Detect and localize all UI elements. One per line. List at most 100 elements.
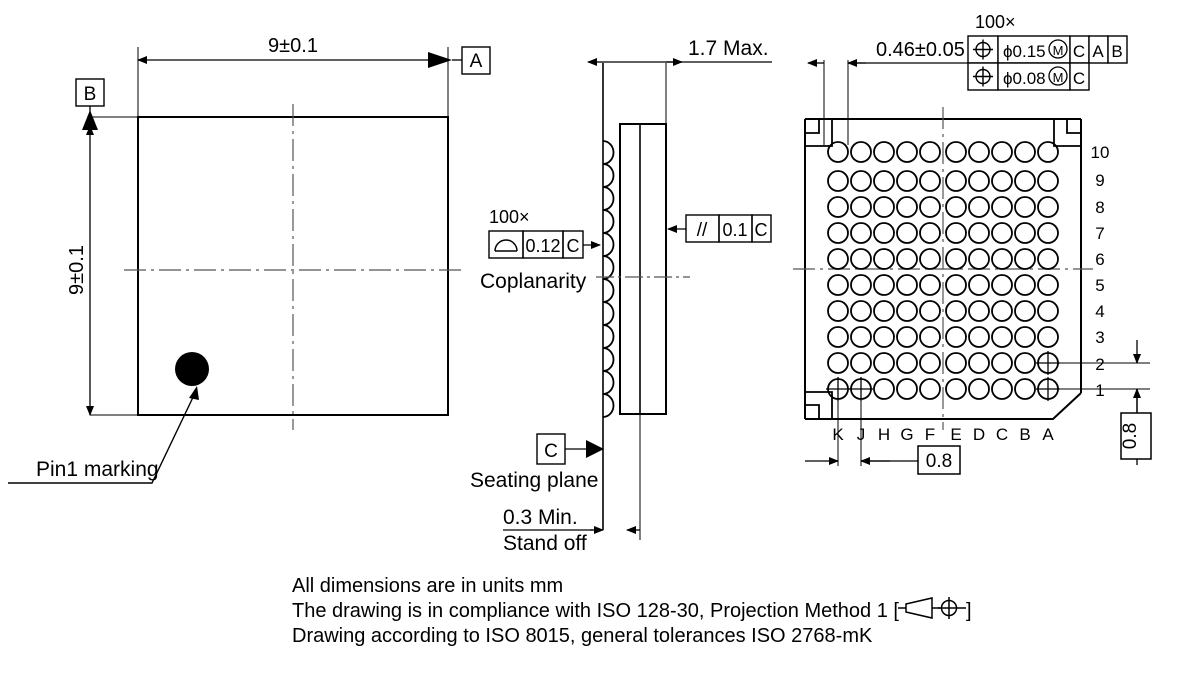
position-modifier-circle-2 xyxy=(1048,66,1068,86)
column-label-A: A xyxy=(1042,425,1054,444)
ball-A4 xyxy=(1037,300,1059,322)
ball-F10 xyxy=(919,141,941,163)
ball-C4 xyxy=(991,300,1013,322)
bottom-view-package-outline xyxy=(804,118,1082,420)
ball-E4 xyxy=(945,300,967,322)
ball-A10 xyxy=(1037,141,1059,163)
ball-B9 xyxy=(1014,170,1036,192)
datum-a-label: A xyxy=(470,51,483,72)
top-view-height-value: 9±0.1 xyxy=(66,245,88,295)
ball-J4 xyxy=(850,300,872,322)
coplanarity-profile-icon xyxy=(494,239,518,252)
ball-C9 xyxy=(991,170,1013,192)
ball-E8 xyxy=(945,196,967,218)
pin1-leader-line xyxy=(8,390,197,484)
position-count: 100× xyxy=(975,12,1016,32)
side-view-ball xyxy=(602,232,615,257)
corner-notch-top-left xyxy=(805,120,820,134)
row-labels: 10 9 8 7 6 5 4 3 2 1 xyxy=(1091,143,1110,400)
side-view-height-value: 1.7 Max. xyxy=(688,37,769,60)
side-view-ball xyxy=(602,301,615,326)
ball-D6 xyxy=(968,248,990,270)
ball-J2 xyxy=(850,352,872,374)
column-label-K: K xyxy=(832,425,844,444)
ball-K8 xyxy=(827,196,849,218)
ball-D2 xyxy=(968,352,990,374)
coplanarity-label: Coplanarity xyxy=(480,270,587,293)
ball-C1 xyxy=(991,378,1013,400)
ball-K3 xyxy=(827,326,849,348)
ball-E2 xyxy=(945,352,967,374)
ball-H10 xyxy=(873,141,895,163)
seating-plane-triangle xyxy=(586,440,604,458)
ball-K6 xyxy=(827,248,849,270)
side-view-body xyxy=(619,123,667,415)
corner-notch-top-left-outer xyxy=(805,120,833,147)
side-view-ball xyxy=(602,393,615,418)
position-datum-1c: B xyxy=(1111,42,1122,61)
position-datum-1a: C xyxy=(1073,42,1085,61)
ball-A3 xyxy=(1037,326,1059,348)
ball-K2 xyxy=(827,352,849,374)
column-label-E: E xyxy=(950,425,961,444)
ball-D9 xyxy=(968,170,990,192)
ball-E6 xyxy=(945,248,967,270)
ball-E9 xyxy=(945,170,967,192)
corner-notch-top-right xyxy=(1066,120,1081,134)
column-labels: K J H G F E D C B A xyxy=(832,425,1054,444)
ball-A5 xyxy=(1037,274,1059,296)
ball-D8 xyxy=(968,196,990,218)
ball-grid xyxy=(827,141,1059,400)
ball-D1 xyxy=(968,378,990,400)
ball-E1 xyxy=(945,378,967,400)
position-value-2: ϕ0.08 xyxy=(1003,69,1046,88)
ball-D3 xyxy=(968,326,990,348)
column-label-J: J xyxy=(857,425,866,444)
note-line-3: Drawing according to ISO 8015, general t… xyxy=(292,625,873,647)
ball-E5 xyxy=(945,274,967,296)
ball-F1 xyxy=(919,378,941,400)
ball-H9 xyxy=(873,170,895,192)
ball-B5 xyxy=(1014,274,1036,296)
row-label-6: 6 xyxy=(1095,250,1104,269)
side-view-ball xyxy=(602,209,615,234)
ball-F9 xyxy=(919,170,941,192)
row-label-8: 8 xyxy=(1095,198,1104,217)
projection-cone-icon xyxy=(905,597,933,619)
ball-J5 xyxy=(850,274,872,296)
ball-G8 xyxy=(896,196,918,218)
ball-D10 xyxy=(968,141,990,163)
note-line-2-suffix: ] xyxy=(966,600,972,622)
standoff-label: Stand off xyxy=(503,532,587,555)
ball-B1 xyxy=(1014,378,1036,400)
ball-F6 xyxy=(919,248,941,270)
ball-B3 xyxy=(1014,326,1036,348)
ball-H5 xyxy=(873,274,895,296)
side-view-ball xyxy=(602,255,615,280)
column-label-H: H xyxy=(878,425,890,444)
row-label-4: 4 xyxy=(1095,302,1104,321)
coplanarity-control-frame: 0.12 C xyxy=(488,230,584,259)
ball-K5 xyxy=(827,274,849,296)
ball-K7 xyxy=(827,222,849,244)
position-symbol-icon-1 xyxy=(973,39,993,60)
position-datum-1b: A xyxy=(1092,42,1104,61)
datum-a-box xyxy=(461,46,491,75)
ball-C3 xyxy=(991,326,1013,348)
top-view-width-value: 9±0.1 xyxy=(268,35,318,57)
note-line-2: The drawing is in compliance with ISO 12… xyxy=(292,600,899,622)
row-label-7: 7 xyxy=(1095,224,1104,243)
pitch-h-basic-box xyxy=(917,445,961,475)
column-label-G: G xyxy=(900,425,913,444)
ball-D5 xyxy=(968,274,990,296)
side-view-ball xyxy=(602,163,615,188)
pin1-marking-label: Pin1 marking xyxy=(36,458,159,481)
ball-diameter-value: 0.46±0.05 xyxy=(876,39,965,61)
ball-H4 xyxy=(873,300,895,322)
corner-notch-top-right-outer xyxy=(1053,120,1081,147)
ball-C6 xyxy=(991,248,1013,270)
ball-A9 xyxy=(1037,170,1059,192)
ball-F4 xyxy=(919,300,941,322)
